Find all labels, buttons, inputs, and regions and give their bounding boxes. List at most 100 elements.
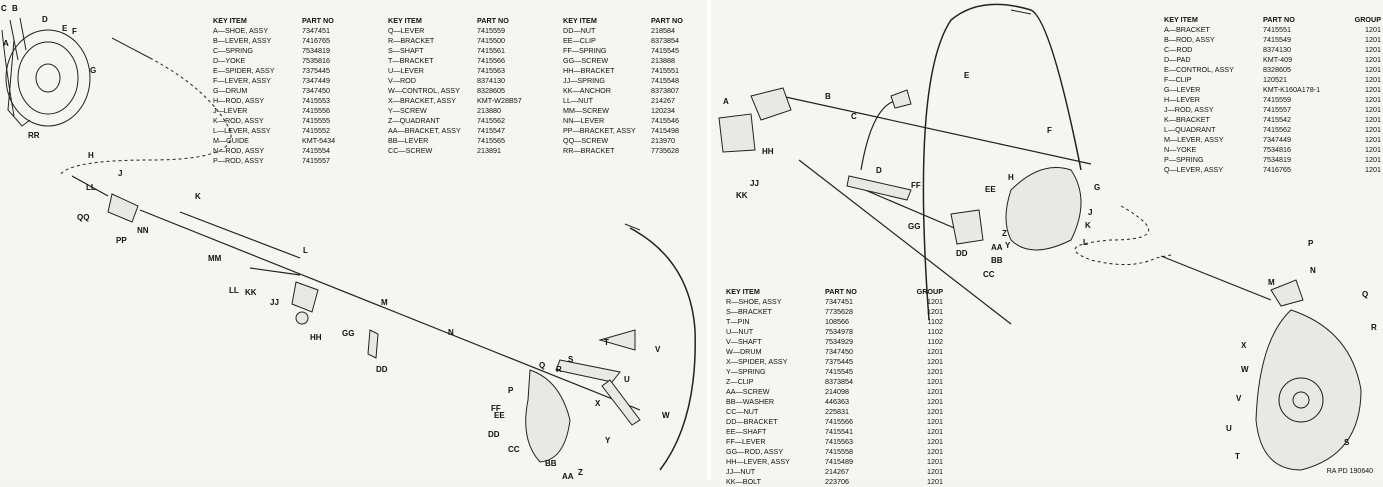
part-no-cell: 7415548 [651, 76, 679, 85]
part-no-cell: 7415541 [825, 427, 853, 436]
group-cell: 1201 [1365, 115, 1381, 124]
callout-label: NN [137, 226, 149, 235]
key-item-cell: K—ROD, ASSY [213, 116, 264, 125]
callout-label: HH [310, 333, 322, 342]
group-cell: 1201 [927, 377, 943, 386]
group-cell: 1201 [927, 467, 943, 476]
key-item-cell: R—BRACKET [388, 36, 435, 45]
callout-label: U [624, 375, 630, 384]
callout-label: R [556, 365, 562, 374]
part-no-cell: 7415558 [825, 447, 853, 456]
key-item-cell: KK—BOLT [726, 477, 762, 486]
key-item-cell: B—ROD, ASSY [1164, 35, 1215, 44]
part-no-cell: 7415562 [1263, 125, 1291, 134]
right-rods [780, 95, 1092, 325]
group-cell: 1102 [927, 327, 943, 336]
part-no-cell: 7534816 [1263, 145, 1291, 154]
callout-label: A [723, 97, 729, 106]
key-item-cell: AA—SCREW [726, 387, 770, 396]
part-no-cell: 7415489 [825, 457, 853, 466]
table-row: MM—SCREW 120234 [563, 106, 711, 116]
group-cell: 1201 [1365, 45, 1381, 54]
part-no-cell: 8373854 [825, 377, 853, 386]
group-cell: 1201 [927, 347, 943, 356]
part-no-cell: 7415554 [302, 146, 330, 155]
key-item-cell: FF—LEVER [726, 437, 766, 446]
part-no-cell: KMT-W28B57 [477, 96, 522, 105]
group-cell: 1201 [1365, 55, 1381, 64]
group-cell: 1201 [927, 417, 943, 426]
table-row: T—BRACKET 7415566 [388, 56, 537, 66]
key-item-header: KEY ITEM [1164, 15, 1198, 24]
callout-label: E [964, 71, 970, 80]
key-item-cell: P—ROD, ASSY [213, 156, 264, 165]
group-cell: 1201 [927, 297, 943, 306]
key-item-cell: Q—LEVER [388, 26, 425, 35]
key-item-cell: MM—SCREW [563, 106, 609, 115]
key-item-cell: Q—LEVER, ASSY [1164, 165, 1224, 174]
callout-label: Y [605, 436, 611, 445]
group-cell: 1102 [927, 337, 943, 346]
key-item-cell: BB—LEVER [388, 136, 429, 145]
callout-label: T [1235, 452, 1240, 461]
key-item-cell: T—BRACKET [388, 56, 434, 65]
group-header: GROUP [1354, 15, 1381, 24]
part-no-cell: 214098 [825, 387, 849, 396]
callout-label: EE [985, 185, 996, 194]
key-item-cell: S—BRACKET [726, 307, 772, 316]
group-cell: 1201 [927, 357, 943, 366]
callout-label: D [42, 15, 48, 24]
key-item-header: KEY ITEM [726, 287, 760, 296]
callout-label: PP [116, 236, 127, 245]
part-no-cell: 7347450 [825, 347, 853, 356]
callout-label: FF [911, 181, 921, 190]
callout-label: S [568, 355, 574, 364]
key-item-cell: G—LEVER [1164, 85, 1201, 94]
callout-label: DD [488, 430, 500, 439]
key-item-cell: Z—QUADRANT [388, 116, 440, 125]
part-no-cell: 120234 [651, 106, 675, 115]
key-item-cell: E—CONTROL, ASSY [1164, 65, 1234, 74]
group-cell: 1201 [1365, 35, 1381, 44]
callout-label: AA [562, 472, 574, 481]
part-no-cell: 7415566 [477, 56, 505, 65]
key-item-cell: V—SHAFT [726, 337, 762, 346]
key-item-cell: W—DRUM [726, 347, 762, 356]
group-cell: 1201 [927, 447, 943, 456]
callout-label: M [381, 298, 388, 307]
callout-label: KK [245, 288, 257, 297]
callout-label: P [1308, 239, 1314, 248]
key-item-cell: AA—BRACKET, ASSY [388, 126, 461, 135]
left-cable-control [59, 37, 696, 471]
callout-label: GG [908, 222, 920, 231]
part-no-cell: 225831 [825, 407, 849, 416]
part-no-cell: 7415555 [302, 116, 330, 125]
key-item-cell: LL—NUT [563, 96, 593, 105]
callout-label: M [1268, 278, 1275, 287]
part-no-header: PART NO [825, 287, 857, 296]
part-no-cell: 8373807 [651, 86, 679, 95]
part-no-cell: 7416765 [302, 36, 330, 45]
